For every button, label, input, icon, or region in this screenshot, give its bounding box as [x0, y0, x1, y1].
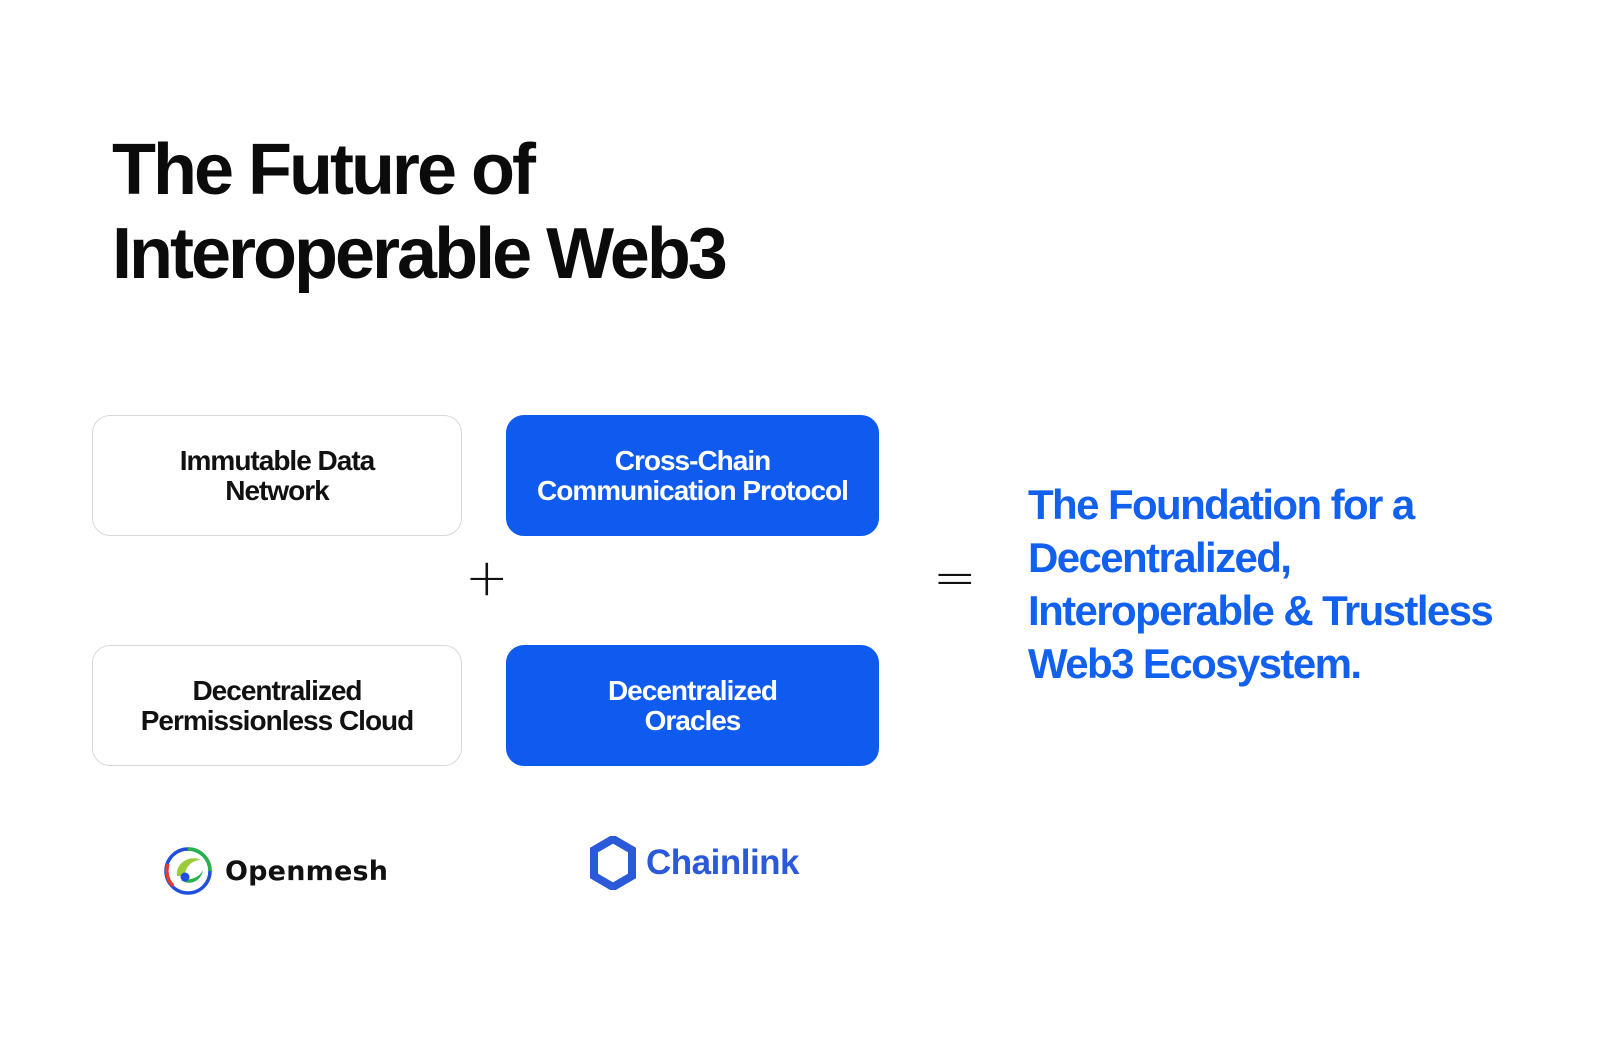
- box-label-line-2: Permissionless Cloud: [140, 704, 415, 736]
- box-label-line-1: Immutable Data: [179, 444, 375, 476]
- title-line-1: The Future of: [112, 130, 536, 210]
- result-line-1: The Foundation for a: [1028, 481, 1415, 528]
- decentralized-oracles-box: Decentralized Oracles: [506, 645, 879, 766]
- box-label-line-1: Decentralized: [607, 674, 778, 706]
- openmesh-logo-text: Openmesh: [225, 855, 389, 887]
- plus-sign: +: [465, 548, 509, 608]
- box-label-line-2: Oracles: [644, 704, 742, 736]
- chainlink-logo-text: Chainlink: [646, 843, 800, 882]
- result-line-4: Web3 Ecosystem.: [1028, 640, 1362, 687]
- chainlink-logo: Chainlink: [590, 836, 800, 890]
- cross-chain-protocol-box: Cross-Chain Communication Protocol: [506, 415, 879, 536]
- box-label-line-2: Network: [225, 474, 329, 506]
- page-title: The Future of Interoperable Web3: [112, 128, 832, 296]
- immutable-data-network-box: Immutable Data Network: [92, 415, 462, 536]
- result-line-2: Decentralized,: [1028, 534, 1292, 581]
- permissionless-cloud-box: Decentralized Permissionless Cloud: [92, 645, 462, 766]
- result-statement: The Foundation for a Decentralized, Inte…: [1028, 478, 1588, 690]
- box-label-line-1: Decentralized: [192, 674, 362, 706]
- box-label-line-2: Communication Protocol: [537, 474, 849, 506]
- result-line-3: Interoperable & Trustless: [1028, 587, 1494, 634]
- box-label-line-1: Cross-Chain: [614, 444, 771, 476]
- openmesh-logo: Openmesh: [163, 846, 388, 896]
- chainlink-hexagon-icon: [590, 836, 636, 890]
- openmesh-logo-icon: [164, 847, 212, 895]
- equals-sign: =: [933, 548, 977, 608]
- title-line-2: Interoperable Web3: [112, 214, 728, 294]
